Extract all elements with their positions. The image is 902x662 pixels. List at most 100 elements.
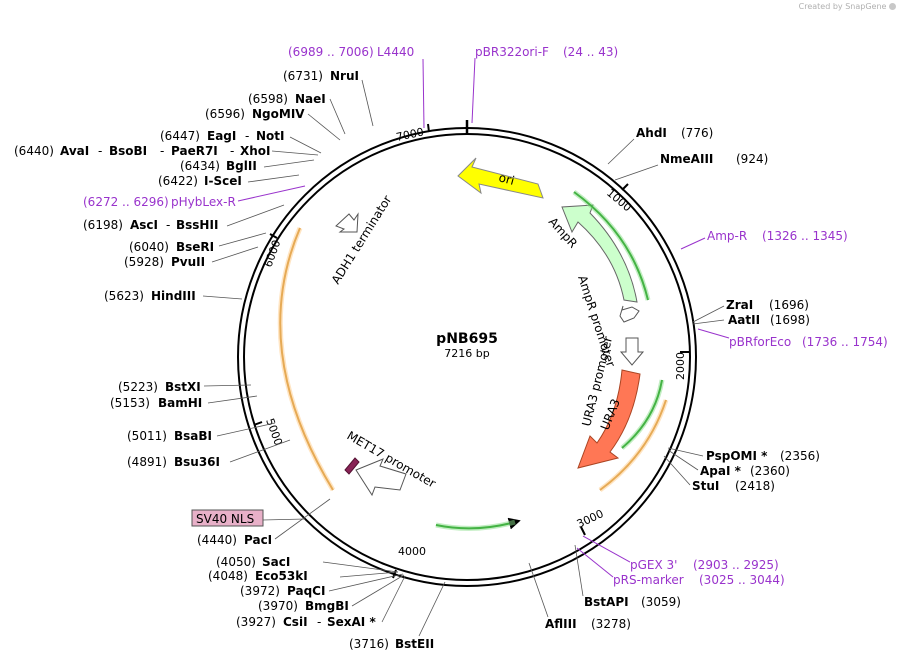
enzyme-ahdi[interactable]: AhdI [636, 126, 667, 140]
ura3-arrow[interactable] [577, 369, 641, 469]
met17-promoter-arrow[interactable] [355, 458, 407, 497]
enzyme-paqci[interactable]: PaqCI [287, 584, 325, 598]
enzyme-bstapi[interactable]: BstAPI [584, 595, 629, 609]
enzyme-aatii[interactable]: AatII [728, 313, 760, 327]
enzyme-bstxi[interactable]: BstXI [165, 380, 201, 394]
credit-text: Created by SnapGene [798, 2, 887, 11]
enzyme-paci[interactable]: PacI [244, 533, 272, 547]
enzyme-bmgbi[interactable]: BmgBI [305, 599, 349, 613]
enzyme-bsabi[interactable]: BsaBI [174, 429, 212, 443]
enzyme-bglii[interactable]: BglII [226, 159, 257, 173]
sep-paer7i: - [160, 144, 164, 158]
primer-l4440-name: L4440 [377, 45, 414, 59]
primer-pgex3-name: pGEX 3' [630, 558, 677, 572]
enzyme-stui[interactable]: StuI [692, 479, 719, 493]
ampr-arrow[interactable] [561, 204, 638, 303]
tick-2000: 2000 [674, 352, 687, 380]
snapgene-logo-icon [889, 3, 896, 10]
enzyme-pspomi-pos: (2356) [780, 449, 820, 463]
enzyme-naei[interactable]: NaeI [295, 92, 326, 106]
tick-6000: 6000 [262, 238, 284, 269]
enzyme-aatii-pos: (1698) [770, 313, 810, 327]
primer-pgex3[interactable]: pGEX 3' (2903 .. 2925) [582, 535, 779, 572]
enzyme-saci[interactable]: SacI [262, 555, 290, 569]
sv40-nls-box[interactable] [191, 509, 264, 527]
enzyme-apai-pos: (2360) [750, 464, 790, 478]
enzyme-eagi-pos: (6447) [160, 129, 200, 143]
sep-bsobi: - [98, 144, 102, 158]
primer-prs-marker[interactable]: pRS-marker (3025 .. 3044) [576, 547, 785, 587]
enzyme-afliii[interactable]: AflIII [545, 617, 577, 631]
enzyme-bsu36i[interactable]: Bsu36I [174, 455, 220, 469]
enzyme-bglii-pos: (6434) [180, 159, 220, 173]
ampr-promoter-arrow[interactable] [619, 305, 640, 323]
enzyme-xhoi[interactable]: XhoI [240, 144, 271, 158]
enzyme-asci[interactable]: AscI [130, 218, 158, 232]
enzyme-stui-pos: (2418) [735, 479, 775, 493]
enzyme-bseri-pos: (6040) [129, 240, 169, 254]
adh1-label: ADH1 terminator [329, 193, 395, 287]
primer-pbrforeco[interactable]: pBRforEco (1736 .. 1754) [697, 328, 888, 349]
enzyme-nmeaiii[interactable]: NmeAIII [660, 152, 713, 166]
tick-7000: 7000 [395, 125, 425, 144]
enzyme-zrai-pos: (1696) [769, 298, 809, 312]
enzyme-saci-pos: (4050) [216, 555, 256, 569]
enzyme-nmeaiii-pos: (924) [736, 152, 768, 166]
enzyme-nrui-pos: (6731) [283, 69, 323, 83]
primer-amp-r-pos: (1326 .. 1345) [762, 229, 848, 243]
ori-label: ori [497, 170, 516, 188]
primer-pbr322ori-f[interactable]: pBR322ori-F (24 .. 43) [471, 45, 618, 124]
primer-prs-marker-pos: (3025 .. 3044) [699, 573, 785, 587]
primer-pbrforeco-name: pBRforEco [729, 335, 791, 349]
ura3-promoter-arrow[interactable] [619, 337, 645, 366]
enzyme-eco53ki[interactable]: Eco53kI [255, 569, 308, 583]
enzyme-pvuii[interactable]: PvuII [171, 255, 205, 269]
enzyme-iscei[interactable]: I-SceI [204, 174, 242, 188]
enzyme-hindiii-pos: (5623) [104, 289, 144, 303]
ori-arrow[interactable] [457, 157, 544, 199]
enzyme-ngomiv-pos: (6596) [205, 107, 245, 121]
enzyme-paci-pos: (4440) [197, 533, 237, 547]
enzyme-bstapi-pos: (3059) [641, 595, 681, 609]
enzyme-apai[interactable]: ApaI * [700, 464, 742, 478]
enzyme-sexai[interactable]: SexAI * [327, 615, 376, 629]
enzyme-bsu36i-pos: (4891) [127, 455, 167, 469]
enzyme-avai[interactable]: AvaI [60, 144, 89, 158]
primer-phyblex-r-pos: (6272 .. 6296) [83, 195, 169, 209]
enzyme-zrai[interactable]: ZraI [726, 298, 753, 312]
enzyme-bamhi[interactable]: BamHI [158, 396, 202, 410]
primer-amp-r[interactable]: Amp-R (1326 .. 1345) [680, 229, 848, 250]
enzyme-bsshii[interactable]: BssHII [176, 218, 218, 232]
primer-pbrforeco-pos: (1736 .. 1754) [802, 335, 888, 349]
enzyme-eco53ki-pos: (4048) [208, 569, 248, 583]
enzyme-bsteii[interactable]: BstEII [395, 637, 434, 651]
enzyme-bseri[interactable]: BseRI [176, 240, 214, 254]
enzyme-noti[interactable]: NotI [256, 129, 285, 143]
enzyme-ngomiv[interactable]: NgoMIV [252, 107, 305, 121]
enzyme-hindiii[interactable]: HindIII [151, 289, 196, 303]
tick-1000: 1000 [604, 186, 634, 214]
enzyme-bsobi[interactable]: BsoBI [109, 144, 147, 158]
primer-phyblex-r[interactable]: (6272 .. 6296) pHybLex-R [83, 185, 306, 209]
enzyme-paer7i[interactable]: PaeR7I [171, 144, 218, 158]
enzyme-pvuii-pos: (5928) [124, 255, 164, 269]
plasmid-size: 7216 bp [444, 347, 489, 360]
enzyme-ahdi-pos: (776) [681, 126, 713, 140]
enzyme-eagi[interactable]: EagI [207, 129, 236, 143]
enzyme-bmgbi-pos: (3970) [258, 599, 298, 613]
met17-small-feature[interactable] [344, 457, 360, 475]
snapgene-credit: Created by SnapGene [799, 2, 896, 11]
enzyme-afliii-pos: (3278) [591, 617, 631, 631]
enzyme-bamhi-pos: (5153) [110, 396, 150, 410]
sep-xhoi: - [230, 144, 234, 158]
enzyme-sexai-sep: - [317, 615, 321, 629]
enzyme-pspomi[interactable]: PspOMI * [706, 449, 768, 463]
enzyme-csii[interactable]: CsiI [283, 615, 308, 629]
sv40-leader [262, 518, 306, 521]
primer-pbr322ori-f-pos: (24 .. 43) [563, 45, 618, 59]
adh1-terminator-arrow[interactable] [335, 212, 359, 233]
enzyme-bsabi-pos: (5011) [127, 429, 167, 443]
primer-l4440[interactable]: (6989 .. 7006) L4440 [288, 45, 425, 129]
enzyme-nrui[interactable]: NruI [330, 69, 359, 83]
